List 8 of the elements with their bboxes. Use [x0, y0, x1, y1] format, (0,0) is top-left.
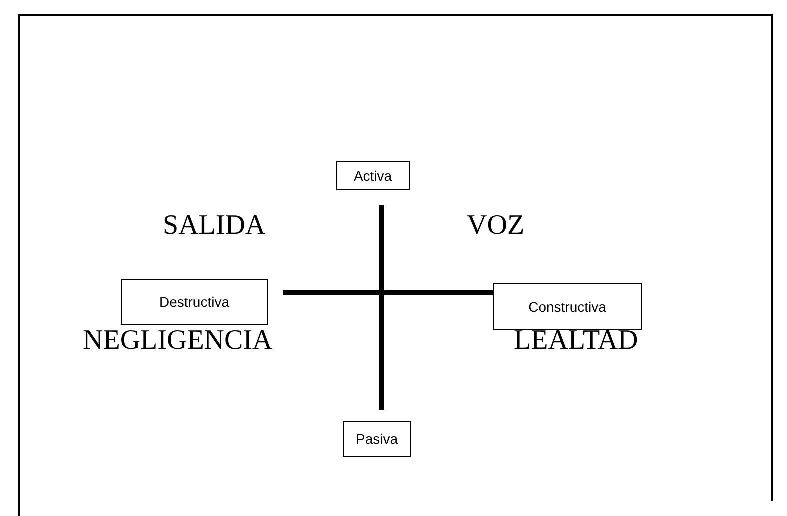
quadrant-label: SALIDA — [163, 212, 266, 240]
label-box: Pasiva — [343, 421, 411, 457]
quadrant-label: LEALTAD — [514, 327, 638, 355]
label-box: Destructiva — [121, 279, 268, 325]
label-box: Activa — [336, 161, 410, 190]
quadrant-label: NEGLIGENCIA — [83, 327, 273, 355]
quadrant-label: VOZ — [467, 212, 525, 240]
label-box: Constructiva — [493, 283, 642, 330]
